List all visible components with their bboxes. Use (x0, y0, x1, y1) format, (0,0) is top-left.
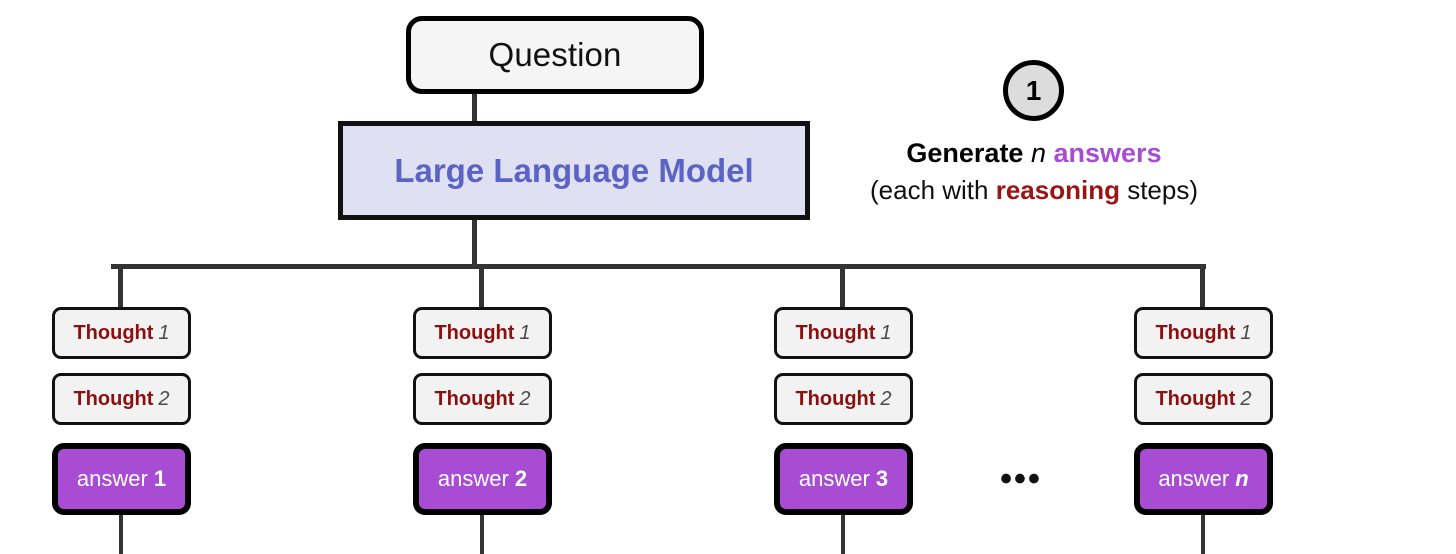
answer-number: 3 (875, 466, 889, 491)
annotation-line-1: Generate n answers (810, 134, 1258, 172)
thought-number: 1 (158, 321, 170, 344)
annotation-text: Generate n answers (each with reasoning … (810, 134, 1258, 208)
answer-label: answer (437, 466, 509, 491)
answer-box-1[interactable]: answer 1 (52, 443, 191, 515)
thought-box-1-1[interactable]: Thought 1 (52, 307, 191, 359)
answer-box-4[interactable]: answer n (1134, 443, 1273, 515)
answer-number: n (1235, 466, 1249, 491)
connector-bus-to-branch-4 (1200, 264, 1205, 309)
annotation-answers-word: answers (1053, 138, 1162, 168)
annotation-prefix: (each with (869, 175, 989, 205)
thought-number: 2 (519, 387, 531, 410)
answer-number: 2 (514, 466, 528, 491)
answer-number: 1 (153, 466, 167, 491)
llm-box[interactable]: Large Language Model (338, 121, 810, 220)
connector-bus-to-branch-3 (840, 264, 845, 309)
annotation-reasoning-word: reasoning (995, 175, 1120, 205)
answer-box-2[interactable]: answer 2 (413, 443, 552, 515)
annotation-suffix: steps) (1127, 175, 1199, 205)
connector-answer-3-down (841, 514, 845, 554)
question-label: Question (488, 36, 622, 73)
answer-label: answer (1158, 466, 1230, 491)
thought-label: Thought (1155, 387, 1236, 410)
connector-answer-2-down (480, 514, 484, 554)
connector-llm-to-bus (472, 216, 477, 268)
thought-box-4-1[interactable]: Thought 1 (1134, 307, 1273, 359)
thought-number: 2 (158, 387, 170, 410)
connector-bus-to-branch-1 (118, 264, 123, 309)
thought-box-2-2[interactable]: Thought 2 (413, 373, 552, 425)
thought-label: Thought (795, 387, 876, 410)
step-badge-number: 1 (1025, 74, 1042, 106)
thought-label: Thought (434, 387, 515, 410)
answer-label: answer (798, 466, 870, 491)
step-badge: 1 (1003, 60, 1064, 121)
thought-number: 1 (1240, 321, 1252, 344)
thought-box-4-2[interactable]: Thought 2 (1134, 373, 1273, 425)
connector-horizontal-bus (111, 264, 1206, 269)
thought-label: Thought (795, 321, 876, 344)
thought-box-1-2[interactable]: Thought 2 (52, 373, 191, 425)
thought-box-3-2[interactable]: Thought 2 (774, 373, 913, 425)
answer-box-3[interactable]: answer 3 (774, 443, 913, 515)
llm-label: Large Language Model (394, 151, 754, 189)
thought-label: Thought (434, 321, 515, 344)
annotation-line-2: (each with reasoning steps) (810, 172, 1258, 208)
annotation-generate-word: Generate (906, 138, 1024, 168)
connector-question-to-llm (472, 90, 477, 125)
thought-label: Thought (1155, 321, 1236, 344)
thought-number: 2 (1240, 387, 1252, 410)
thought-box-2-1[interactable]: Thought 1 (413, 307, 552, 359)
thought-label: Thought (73, 387, 154, 410)
ellipsis-indicator: ••• (1000, 460, 1042, 498)
thought-number: 1 (880, 321, 892, 344)
connector-bus-to-branch-2 (479, 264, 484, 309)
thought-number: 2 (880, 387, 892, 410)
annotation-n-variable: n (1030, 138, 1046, 168)
thought-box-3-1[interactable]: Thought 1 (774, 307, 913, 359)
connector-answer-4-down (1201, 514, 1205, 554)
question-box[interactable]: Question (406, 16, 704, 94)
answer-label: answer (76, 466, 148, 491)
connector-answer-1-down (119, 514, 123, 554)
thought-number: 1 (519, 321, 531, 344)
thought-label: Thought (73, 321, 154, 344)
